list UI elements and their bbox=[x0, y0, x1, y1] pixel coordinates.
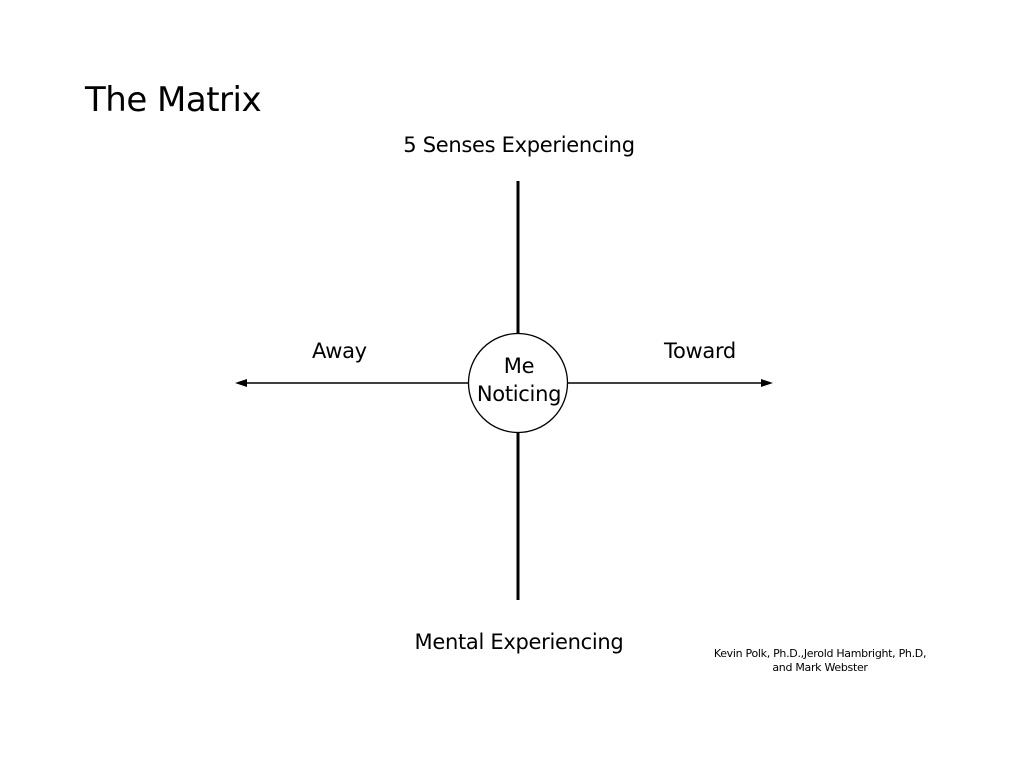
right-arrowhead bbox=[761, 379, 773, 387]
credit-text: Kevin Polk, Ph.D.,Jerold Hambright, Ph.D… bbox=[713, 647, 927, 675]
credit-line-2: and Mark Webster bbox=[772, 661, 868, 674]
center-label-line-2: Noticing bbox=[476, 382, 562, 406]
top-axis-label: 5 Senses Experiencing bbox=[403, 133, 635, 157]
center-circle bbox=[467, 332, 569, 434]
center-label: Me Noticing bbox=[476, 352, 562, 408]
center-label-line-1: Me bbox=[503, 354, 535, 378]
left-arrowhead bbox=[235, 379, 247, 387]
bottom-axis-label: Mental Experiencing bbox=[414, 630, 624, 654]
left-axis-label: Away bbox=[312, 339, 367, 363]
right-axis-label: Toward bbox=[664, 339, 736, 363]
slide-title: The Matrix bbox=[85, 80, 262, 120]
credit-line-1: Kevin Polk, Ph.D.,Jerold Hambright, Ph.D… bbox=[713, 647, 927, 660]
